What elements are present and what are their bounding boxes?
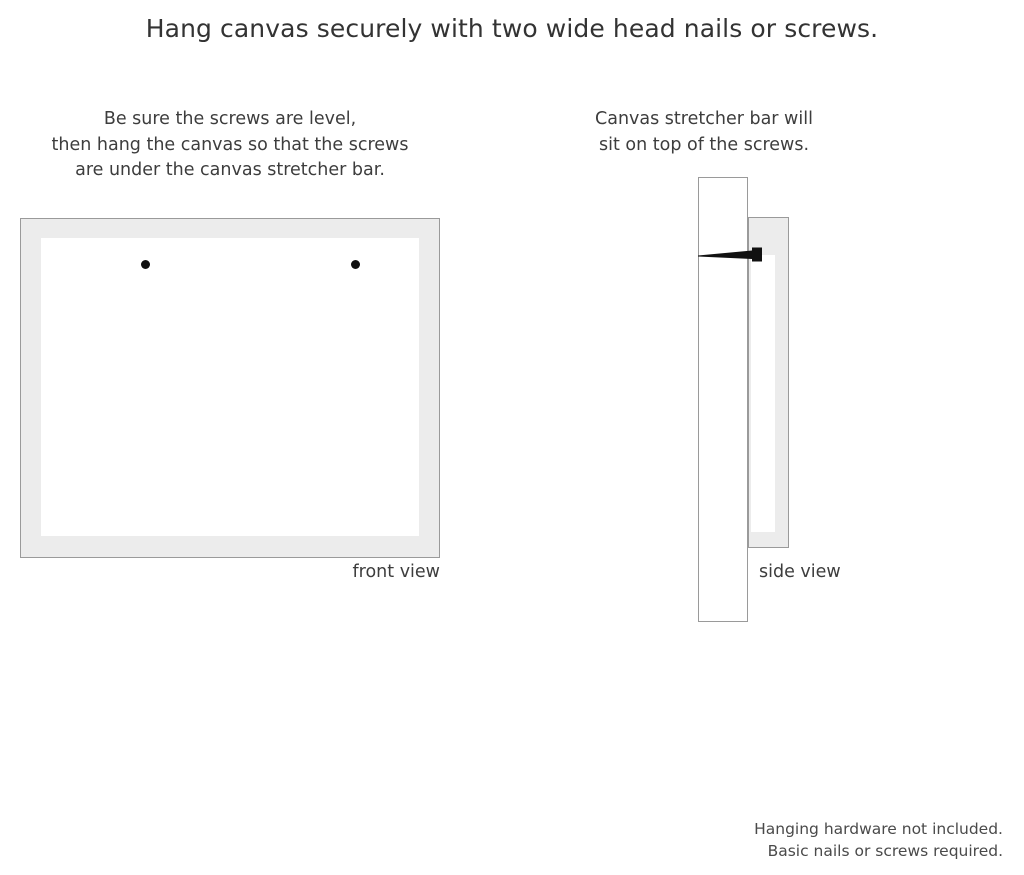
side-view-caption-line-1: Canvas stretcher bar will: [595, 109, 813, 129]
footer-line-2: Basic nails or screws required.: [767, 842, 1003, 860]
side-view-caption: Canvas stretcher bar will sit on top of …: [585, 107, 823, 158]
canvas-face-side: [751, 255, 775, 532]
footer-line-1: Hanging hardware not included.: [754, 820, 1003, 838]
footer-note: Hanging hardware not included. Basic nai…: [754, 818, 1003, 862]
page-title: Hang canvas securely with two wide head …: [145, 14, 879, 43]
side-view-diagram: [690, 170, 810, 630]
screw-dot-right-icon: [351, 260, 360, 269]
side-view-label: side view: [759, 562, 841, 582]
front-view-caption: Be sure the screws are level, then hang …: [20, 107, 440, 184]
front-view-caption-line-1: Be sure the screws are level,: [103, 109, 357, 129]
screw-dot-left-icon: [141, 260, 150, 269]
front-view-diagram: [20, 218, 440, 558]
front-view-label: front view: [352, 562, 441, 582]
front-view-caption-line-2: then hang the canvas so that the screws: [51, 134, 409, 155]
wall-profile: [698, 177, 748, 622]
front-view-caption-line-3: are under the canvas stretcher bar.: [75, 160, 385, 180]
screw-side-icon: [698, 247, 762, 262]
side-view-caption-line-2: sit on top of the screws.: [598, 134, 810, 155]
canvas-face-front: [41, 238, 419, 536]
